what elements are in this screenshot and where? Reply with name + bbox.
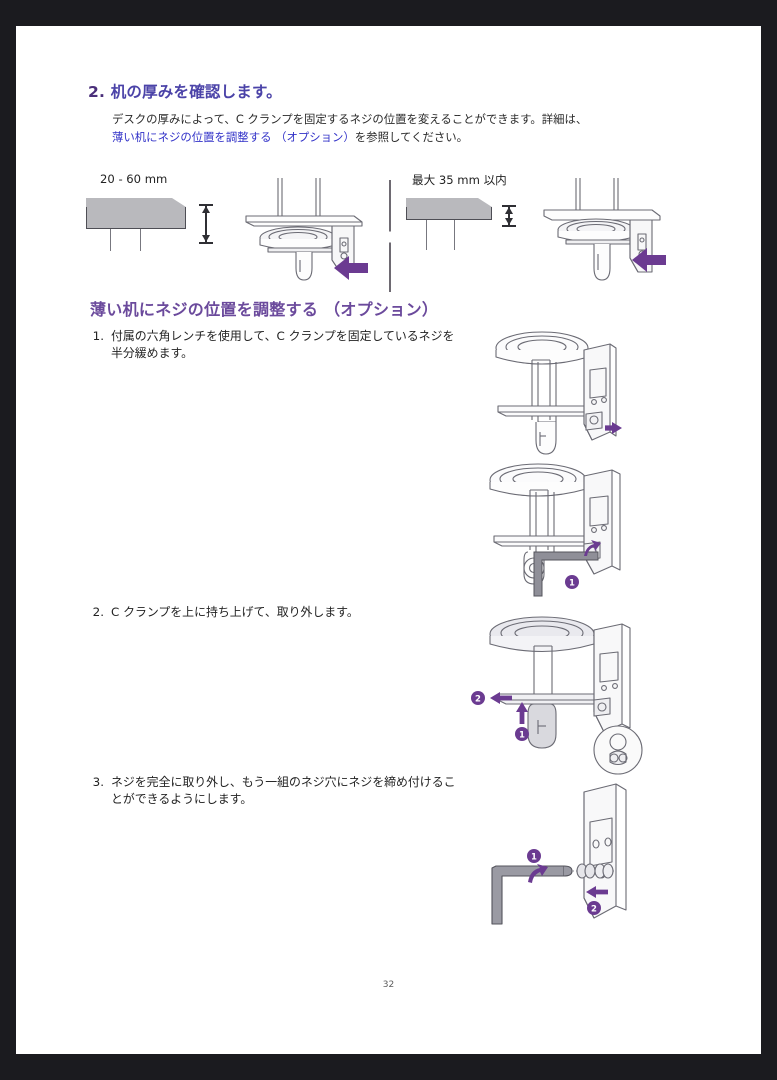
svg-text:2: 2 — [591, 905, 597, 915]
desk-thickness-figure: 20 - 60 mm — [86, 172, 706, 302]
list-item: 3. ネジを完全に取り外し、もう一組のネジ穴にネジを締め付けることができるように… — [90, 774, 462, 809]
list-item-text: C クランプを上に持ち上げて、取り外します。 — [111, 605, 359, 619]
step-number: 2. — [88, 83, 106, 101]
svg-text:1: 1 — [531, 853, 537, 863]
section-title: 薄い机にネジの位置を調整する （オプション） — [90, 300, 439, 319]
step1-illustration-lower: 1 — [480, 456, 655, 606]
list-item-text: 付属の六角レンチを使用して、C クランプを固定しているネジを半分緩めます。 — [111, 329, 455, 361]
list-item-index: 3. — [92, 775, 104, 789]
dimension-label-right: 最大 35 mm 以内 — [412, 173, 507, 187]
svg-text:1: 1 — [519, 731, 525, 741]
thickness-dimension-left — [199, 204, 213, 244]
page-number: 32 — [382, 980, 395, 990]
list-item-index: 2. — [92, 605, 104, 619]
intro-paragraph: デスクの厚みによって、C クランプを固定するネジの位置を変えることができます。詳… — [112, 110, 697, 147]
dimension-label-left: 20 - 60 mm — [100, 172, 168, 186]
list-item-index: 1. — [92, 329, 104, 343]
clamp-illustration-thick-desk — [236, 176, 386, 292]
intro-line-1: デスクの厚みによって、C クランプを固定するネジの位置を変えることができます。詳… — [112, 112, 588, 126]
cross-reference-link[interactable]: 薄い机にネジの位置を調整する （オプション） — [112, 130, 355, 145]
manual-page: 2. 机の厚みを確認します。 デスクの厚みによって、C クランプを固定するネジの… — [16, 26, 761, 1054]
step2-illustration: 2 1 — [468, 608, 658, 778]
step-title-text: 机の厚みを確認します。 — [110, 83, 282, 101]
intro-line-2: を参照してください。 — [354, 130, 469, 145]
thickness-dimension-right — [502, 205, 516, 227]
svg-text:1: 1 — [569, 579, 575, 589]
figure-divider — [389, 180, 391, 292]
clamp-illustration-thin-desk — [534, 176, 684, 292]
push-arrow-right-figure — [632, 248, 666, 272]
list-item: 1. 付属の六角レンチを使用して、C クランプを固定しているネジを半分緩めます。 — [90, 328, 462, 363]
step3-illustration: 1 2 — [466, 778, 656, 933]
list-item: 2. C クランプを上に持ち上げて、取り外します。 — [90, 604, 462, 621]
list-item-text: ネジを完全に取り外し、もう一組のネジ穴にネジを締め付けることができるようにします… — [111, 775, 456, 807]
page-title: 2. 机の厚みを確認します。 — [88, 80, 688, 102]
svg-text:2: 2 — [475, 695, 481, 705]
push-arrow-left-figure — [334, 256, 368, 280]
step1-illustration-upper — [480, 324, 650, 464]
